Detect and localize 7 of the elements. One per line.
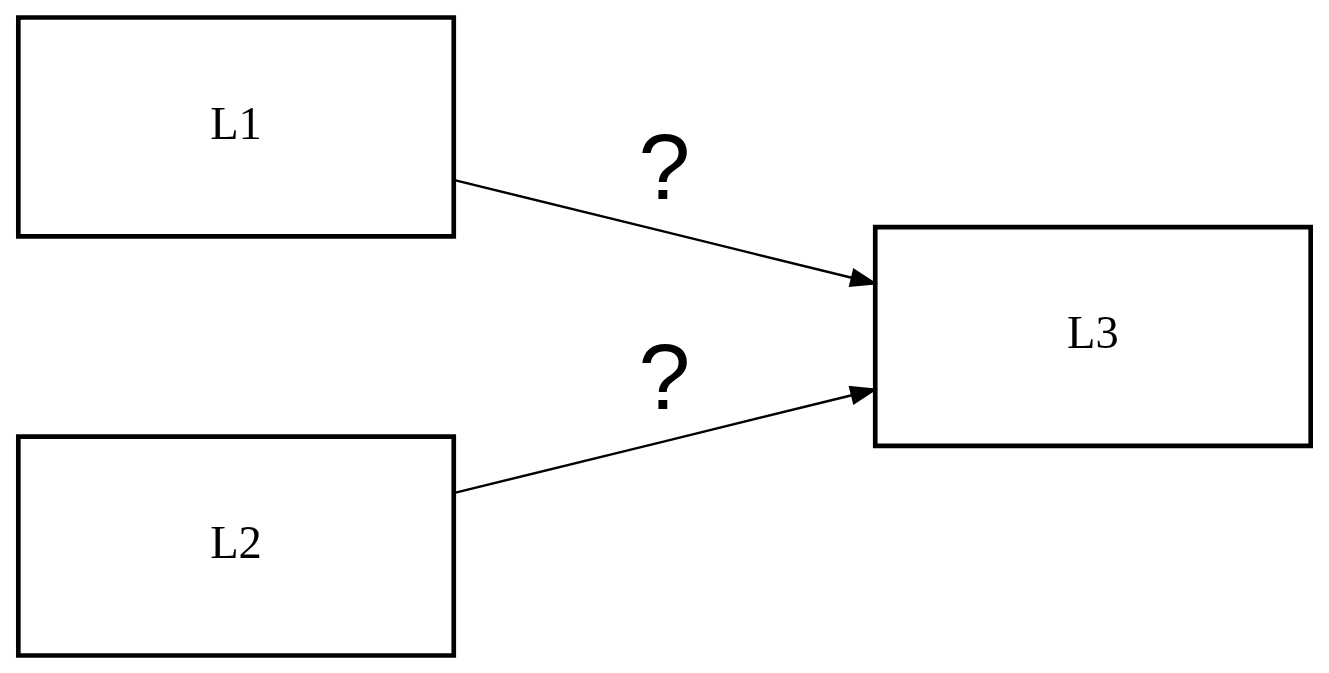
- edge-label: ?: [638, 324, 691, 429]
- edge-label: ?: [638, 115, 691, 220]
- node-box: L2: [15, 434, 457, 658]
- arrow: [454, 385, 879, 495]
- arrow: [454, 178, 879, 288]
- node-box: L3: [872, 224, 1313, 449]
- node-box: L1: [15, 15, 457, 239]
